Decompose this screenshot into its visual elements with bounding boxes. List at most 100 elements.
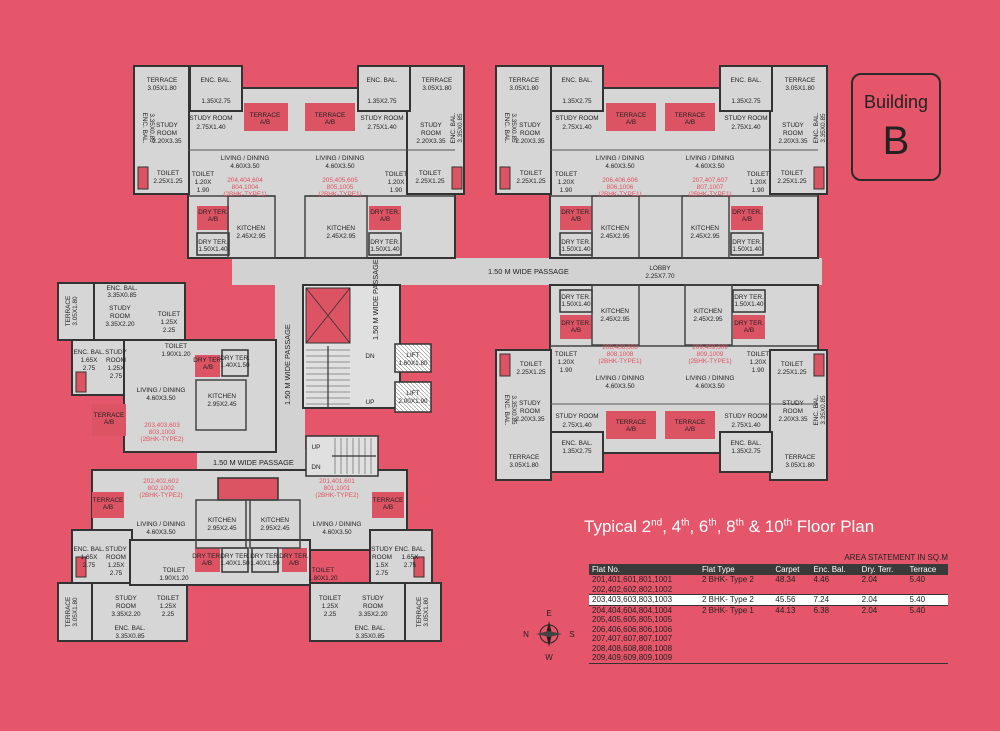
svg-text:1.20X: 1.20X [750, 359, 767, 366]
svg-text:2.95X2.45: 2.95X2.45 [207, 525, 237, 532]
svg-text:(2BHK-TYPE1): (2BHK-TYPE1) [318, 191, 361, 198]
svg-text:KITCHEN: KITCHEN [208, 393, 236, 400]
svg-text:1.50X1.40: 1.50X1.40 [370, 246, 400, 253]
wing-bottom-right-labels: DRY TER. 1.50X1.40 DRY TER. A/B KITCHEN … [503, 294, 827, 469]
svg-text:TERRACE: TERRACE [616, 112, 647, 119]
svg-text:A/B: A/B [380, 216, 390, 223]
svg-text:(2BHK-TYPE1): (2BHK-TYPE1) [598, 191, 641, 198]
svg-text:LIVING / DINING: LIVING / DINING [313, 521, 362, 528]
svg-text:TOILET: TOILET [312, 567, 334, 574]
svg-text:2.75X1.40: 2.75X1.40 [367, 124, 397, 131]
svg-text:(2BHK-TYPE2): (2BHK-TYPE2) [139, 492, 182, 499]
svg-text:2.20X3.35: 2.20X3.35 [416, 138, 446, 145]
svg-text:LIFT: LIFT [406, 352, 419, 359]
svg-text:1.20X: 1.20X [388, 179, 405, 186]
svg-text:A/B: A/B [685, 426, 695, 433]
svg-text:ENC. BAL.: ENC. BAL. [395, 546, 426, 553]
svg-text:TOILET: TOILET [319, 595, 341, 602]
svg-text:A/B: A/B [571, 327, 581, 334]
svg-text:3.35X2.20: 3.35X2.20 [111, 611, 141, 618]
svg-text:3.35X0.85: 3.35X0.85 [510, 395, 517, 425]
svg-text:TOILET: TOILET [158, 311, 180, 318]
svg-text:TOILET: TOILET [165, 343, 187, 350]
svg-text:4.60X3.50: 4.60X3.50 [605, 163, 635, 170]
svg-text:4.60X3.50: 4.60X3.50 [146, 529, 176, 536]
svg-text:2.25X1.25: 2.25X1.25 [777, 369, 807, 376]
svg-text:3.35X0.85: 3.35X0.85 [510, 113, 517, 143]
svg-text:TERRACE: TERRACE [65, 597, 72, 628]
svg-text:ENC. BAL.: ENC. BAL. [813, 394, 820, 425]
svg-text:KITCHEN: KITCHEN [261, 517, 289, 524]
wing-top-right-labels: TERRACE 3.05X1.80 ENC. BAL. 1.35X2.75 ST… [503, 77, 827, 253]
table-row: 204,404,604,804,1004 205,405,605,805,100… [589, 605, 948, 663]
svg-text:TOILET: TOILET [555, 351, 577, 358]
svg-text:1.35X2.75: 1.35X2.75 [731, 448, 761, 455]
svg-text:KITCHEN: KITCHEN [601, 225, 629, 232]
svg-text:2.45X2.95: 2.45X2.95 [690, 233, 720, 240]
svg-text:2.20X3.35: 2.20X3.35 [515, 416, 545, 423]
svg-text:TERRACE: TERRACE [315, 112, 346, 119]
svg-text:UP: UP [312, 444, 321, 451]
svg-text:1.35X2.75: 1.35X2.75 [562, 98, 592, 105]
svg-text:(2BHK-TYPE1): (2BHK-TYPE1) [688, 191, 731, 198]
col-flat-type: Flat Type [699, 564, 773, 575]
svg-text:1.40X1.50: 1.40X1.50 [220, 362, 250, 369]
svg-text:206,406,606: 206,406,606 [602, 177, 638, 184]
svg-text:DN: DN [311, 464, 321, 471]
svg-text:TOILET: TOILET [747, 351, 769, 358]
svg-text:1.50X1.40: 1.50X1.40 [561, 246, 591, 253]
svg-text:A/B: A/B [104, 419, 114, 426]
svg-text:ROOM: ROOM [421, 130, 441, 137]
svg-text:DRY TER.: DRY TER. [220, 553, 250, 560]
svg-text:3.35X0.85: 3.35X0.85 [115, 633, 145, 640]
svg-text:ROOM: ROOM [520, 130, 540, 137]
svg-text:DRY TER.: DRY TER. [250, 553, 280, 560]
svg-text:KITCHEN: KITCHEN [691, 225, 719, 232]
core-labels: DN UP LIFT 1.60X1.80 LIFT 2.00X1.90 UP D… [311, 352, 428, 471]
svg-text:1.50X1.40: 1.50X1.40 [198, 246, 228, 253]
svg-text:3.05X1.80: 3.05X1.80 [72, 597, 79, 627]
svg-text:ENC. BAL.: ENC. BAL. [74, 349, 105, 356]
svg-text:DRY TER.: DRY TER. [732, 209, 762, 216]
svg-text:LIVING / DINING: LIVING / DINING [686, 375, 735, 382]
svg-text:DRY TER.: DRY TER. [193, 357, 223, 364]
svg-text:(2BHK-TYPE1): (2BHK-TYPE1) [688, 358, 731, 365]
svg-text:DRY TER.: DRY TER. [192, 553, 222, 560]
svg-text:TERRACE: TERRACE [93, 497, 124, 504]
svg-text:STUDY: STUDY [362, 595, 384, 602]
svg-text:ROOM: ROOM [157, 130, 177, 137]
svg-text:804,1004: 804,1004 [232, 184, 259, 191]
svg-text:TERRACE: TERRACE [675, 112, 706, 119]
svg-text:209,409,609: 209,409,609 [692, 344, 728, 351]
svg-text:2.75X1.40: 2.75X1.40 [562, 124, 592, 131]
svg-text:4.60X3.50: 4.60X3.50 [230, 163, 260, 170]
building-letter: B [882, 119, 910, 163]
svg-text:ENC. BAL.: ENC. BAL. [450, 112, 457, 143]
compass-icon: E N S W [523, 609, 575, 662]
svg-text:ENC. BAL.: ENC. BAL. [355, 625, 386, 632]
svg-text:1.25X: 1.25X [160, 603, 177, 610]
svg-text:203,403,603: 203,403,603 [144, 422, 180, 429]
svg-text:ROOM: ROOM [106, 357, 126, 364]
svg-text:ENC. BAL.: ENC. BAL. [731, 440, 762, 447]
svg-text:2.20X3.35: 2.20X3.35 [778, 416, 808, 423]
svg-text:N: N [523, 630, 529, 639]
svg-text:TOILET: TOILET [781, 361, 803, 368]
svg-text:1.40X1.50: 1.40X1.50 [220, 560, 250, 567]
svg-text:STUDY ROOM: STUDY ROOM [724, 413, 767, 420]
svg-text:DRY TER.: DRY TER. [734, 294, 764, 301]
svg-text:A/B: A/B [260, 119, 270, 126]
col-dry-terr: Dry. Terr. [858, 564, 907, 575]
svg-text:(2BHK-TYPE2): (2BHK-TYPE2) [140, 436, 183, 443]
svg-text:ENC. BAL.: ENC. BAL. [107, 285, 138, 292]
svg-text:1.35X2.75: 1.35X2.75 [201, 98, 231, 105]
svg-text:TOILET: TOILET [157, 595, 179, 602]
svg-text:2.20X3.35: 2.20X3.35 [778, 138, 808, 145]
svg-text:KITCHEN: KITCHEN [601, 308, 629, 315]
wing-top-left-labels: TERRACE 3.05X1.80 ENC. BAL. 1.35X2.75 ST… [141, 77, 464, 253]
passage-labels: 1.50 M WIDE PASSAGE 1.50 M WIDE PASSAGE … [213, 259, 675, 467]
svg-text:2.25: 2.25 [162, 611, 175, 618]
svg-text:2.75: 2.75 [404, 562, 417, 569]
svg-text:1.90X1.20: 1.90X1.20 [161, 351, 191, 358]
table-header-row: Flat No. Flat Type Carpet Enc. Bal. Dry.… [589, 564, 948, 575]
